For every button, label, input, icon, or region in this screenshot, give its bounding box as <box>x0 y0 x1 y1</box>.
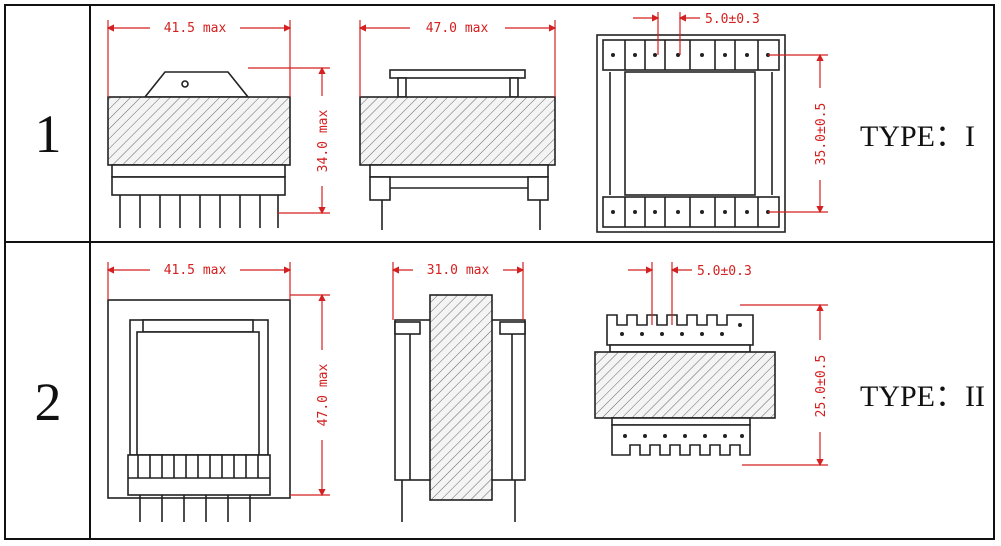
type2-top-view <box>594 314 776 456</box>
type1-top-view <box>596 34 786 233</box>
type1-front-view <box>107 71 291 228</box>
type1-pin-pitch-label: 5.0±0.3 <box>705 12 760 27</box>
type2-front-view <box>107 299 291 522</box>
type2-front-height-label: 47.0 max <box>316 364 331 427</box>
type1-pin-span-label: 35.0±0.5 <box>814 103 829 166</box>
type2-side-view <box>394 294 526 522</box>
type2-pin-pitch-label: 5.0±0.3 <box>697 264 752 279</box>
type1-side-width-label: 47.0 max <box>426 21 489 36</box>
type1-front-width-label: 41.5 max <box>164 21 227 36</box>
type1-side-width-dimension: 47.0 max <box>358 20 557 97</box>
type1-front-height-label: 34.0 max <box>316 110 331 173</box>
table-frame <box>4 4 995 540</box>
type2-side-width-dimension: 31.0 max <box>391 262 525 320</box>
type2-pin-span-label: 25.0±0.5 <box>814 355 829 418</box>
type1-front-height-dimension: 34.0 max <box>248 66 331 215</box>
type2-pin-span-dimension: 25.0±0.5 <box>740 303 829 467</box>
type2-pin-pitch-dimension: 5.0±0.3 <box>628 262 752 325</box>
row-number-2: 2 <box>35 372 62 432</box>
type2-label: TYPE：II <box>860 380 985 413</box>
type1-label: TYPE：I <box>860 120 975 153</box>
type2-front-width-label: 41.5 max <box>164 263 227 278</box>
row-number-1: 1 <box>35 104 62 164</box>
type2-front-width-dimension: 41.5 max <box>106 262 292 300</box>
type2-side-width-label: 31.0 max <box>427 263 490 278</box>
type1-pin-span-dimension: 35.0±0.5 <box>768 53 829 214</box>
type1-side-view <box>359 69 556 230</box>
type1-pin-pitch-dimension: 5.0±0.3 <box>633 12 760 55</box>
type1-front-width-dimension: 41.5 max <box>106 20 292 97</box>
type2-front-height-dimension: 47.0 max <box>290 293 331 497</box>
